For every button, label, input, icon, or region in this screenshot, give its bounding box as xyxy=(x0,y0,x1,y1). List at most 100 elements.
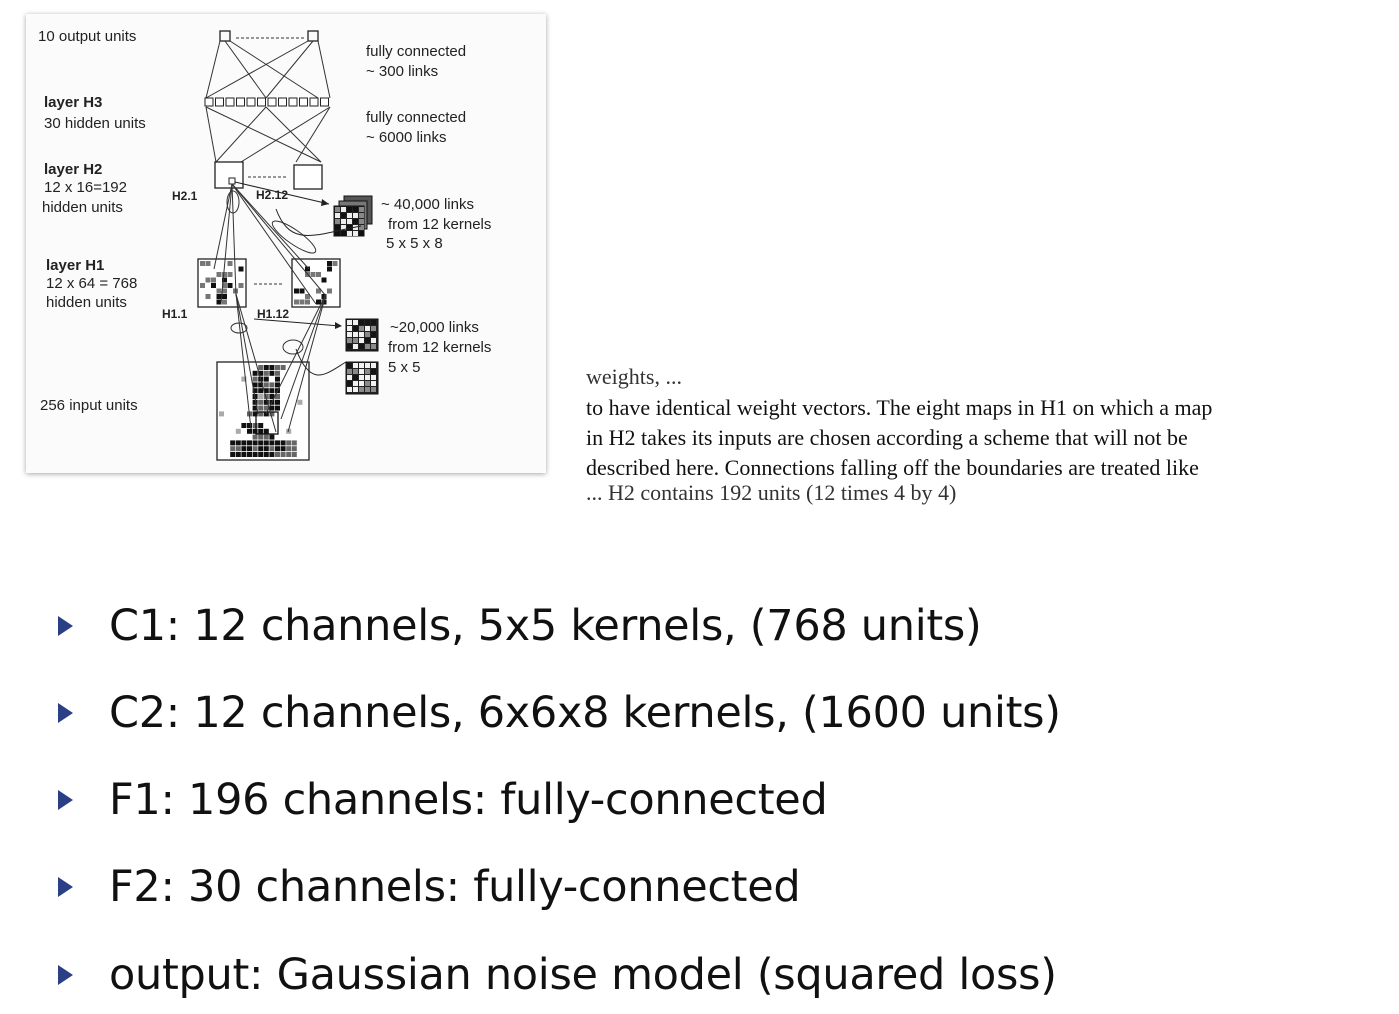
bullet-triangle-icon xyxy=(58,877,73,897)
pixel-cell xyxy=(299,288,305,294)
pixel-cell xyxy=(269,365,275,370)
pixel-cell xyxy=(347,231,352,236)
pixel-cell xyxy=(230,446,236,452)
pixel-cell xyxy=(235,428,241,434)
pixel-cell xyxy=(347,207,352,212)
pixel-cell xyxy=(235,446,241,452)
fc1-label-line1: fully connected xyxy=(366,43,466,60)
pixel-cell xyxy=(332,261,338,266)
excerpt-line: weights, ... xyxy=(586,364,682,389)
pixel-cell xyxy=(294,288,299,294)
pixel-cell xyxy=(321,277,327,283)
network-diagram: 10 output units fully connected ~ 300 li… xyxy=(38,28,491,461)
pixel-cell xyxy=(219,411,224,417)
pixel-cell xyxy=(359,344,364,349)
pixel-cell xyxy=(359,381,364,386)
pixel-cell xyxy=(365,326,370,331)
h1-kernel-pointer xyxy=(295,348,347,376)
h1-input-connections xyxy=(230,293,327,433)
pixel-cell xyxy=(353,381,358,386)
pixel-cell xyxy=(216,288,222,294)
pixel-cell xyxy=(252,423,258,428)
pixel-cell xyxy=(353,375,358,380)
pixel-cell xyxy=(365,338,370,343)
pixel-cell xyxy=(341,219,346,224)
pixel-cell xyxy=(280,440,286,446)
h1-title: layer H1 xyxy=(46,257,104,274)
pixel-cell xyxy=(359,207,364,212)
pixel-cell xyxy=(275,399,280,405)
pixel-cell xyxy=(222,294,227,299)
pixel-cell xyxy=(347,338,352,343)
excerpt-line: in H2 takes its inputs are chosen accord… xyxy=(586,425,1188,450)
pixel-cell xyxy=(222,299,227,305)
pixel-cell xyxy=(359,338,364,343)
pixel-cell xyxy=(341,207,346,212)
pixel-cell xyxy=(263,446,269,452)
pixel-cell xyxy=(263,382,269,388)
h1-kernel-label-line1: ~20,000 links xyxy=(390,319,479,336)
pixel-cell xyxy=(321,294,327,299)
bullet-triangle-icon xyxy=(58,703,73,723)
pixel-cell xyxy=(359,363,364,368)
pixel-cell xyxy=(280,365,286,370)
pixel-cell xyxy=(365,363,370,368)
pixel-cell xyxy=(359,332,364,337)
pixel-cell xyxy=(258,399,264,405)
pixel-cell xyxy=(235,440,241,446)
pixel-cell xyxy=(222,283,227,288)
pixel-cell xyxy=(269,452,275,457)
h1-map-last-pixels xyxy=(294,261,338,305)
pixel-cell xyxy=(258,452,264,457)
pixel-cell xyxy=(263,370,269,376)
pixel-cell xyxy=(305,294,310,299)
pixel-cell xyxy=(316,299,321,305)
pixel-cell xyxy=(286,446,292,452)
pixel-cell xyxy=(241,452,247,457)
h2-kernel-pointer xyxy=(275,208,362,236)
pixel-cell xyxy=(216,272,222,277)
bullet-item-output: output: Gaussian noise model (squared lo… xyxy=(58,945,1057,1005)
pixel-cell xyxy=(275,394,280,399)
pixel-cell xyxy=(353,207,358,212)
pixel-cell xyxy=(252,440,258,446)
excerpt-line: to have identical weight vectors. The ei… xyxy=(586,395,1213,420)
pixel-cell xyxy=(316,272,321,277)
pixel-cell xyxy=(258,446,264,452)
pixel-cell xyxy=(347,344,352,349)
pixel-cell xyxy=(359,369,364,374)
pixel-cell xyxy=(263,428,269,434)
pixel-cell xyxy=(286,452,292,457)
pixel-cell xyxy=(241,446,247,452)
pixel-cell xyxy=(241,440,247,446)
pixel-cell xyxy=(341,213,346,218)
pixel-cell xyxy=(258,440,264,446)
pixel-cell xyxy=(365,320,370,325)
pixel-cell xyxy=(275,440,280,446)
pixel-cell xyxy=(288,97,298,107)
pixel-cell xyxy=(275,405,280,411)
h1-12-label: H1.12 xyxy=(257,307,289,321)
pixel-cell xyxy=(252,388,258,394)
pixel-cell xyxy=(269,394,275,399)
pixel-cell xyxy=(263,365,269,370)
pixel-cell xyxy=(252,370,258,376)
pixel-cell xyxy=(335,213,340,218)
pixel-cell xyxy=(359,225,364,230)
h2-arrow-head xyxy=(321,199,329,206)
h1-arrow-head xyxy=(335,322,342,329)
pixel-cell xyxy=(258,394,264,399)
pixel-cell xyxy=(359,231,364,236)
pixel-cell xyxy=(200,283,205,288)
pixel-cell xyxy=(353,326,358,331)
pixel-cell xyxy=(294,299,299,305)
pixel-cell xyxy=(275,376,280,382)
pixel-cell xyxy=(211,277,216,283)
pixel-cell xyxy=(263,388,269,394)
pixel-cell xyxy=(258,423,264,428)
pixel-cell xyxy=(347,387,352,392)
pixel-cell xyxy=(215,97,224,107)
pixel-cell xyxy=(335,231,340,236)
pixel-cell xyxy=(335,207,340,212)
pixel-cell xyxy=(252,399,258,405)
